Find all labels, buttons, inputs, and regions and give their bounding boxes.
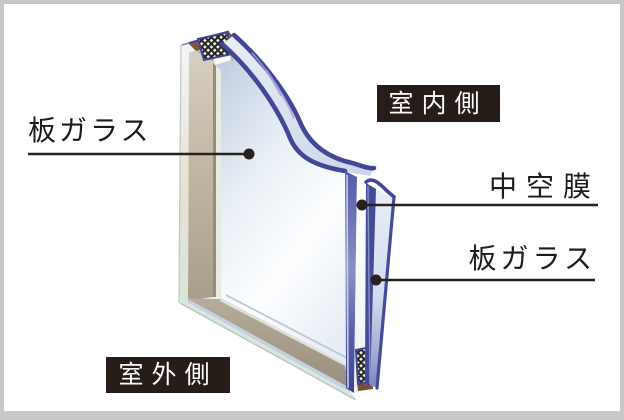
spacer-top (188, 30, 236, 65)
label-glass-pane-outer: 板ガラス (28, 115, 255, 160)
wave-cut (219, 32, 377, 176)
label-hollow-layer: 中空膜 (356, 171, 600, 211)
frame-left-shadow (213, 63, 216, 297)
glass-pane-inner-dot (370, 274, 382, 286)
indoor-side-box (377, 85, 500, 122)
frame-left-member (188, 47, 214, 300)
hollow-layer-text: 中空膜 (489, 171, 600, 202)
wave-highlight-2 (251, 52, 282, 97)
badge-outdoor-side: 室外側 (106, 357, 230, 393)
hollow-gap (354, 177, 366, 393)
outdoor-side-text: 室外側 (118, 361, 217, 389)
inner-pane-left-highlight (367, 185, 371, 385)
bottom-edge-green (180, 300, 356, 400)
glass-pane-outer-dot (243, 148, 255, 160)
glass-reflection-line (226, 294, 347, 359)
glass-pane-inner-text: 板ガラス (469, 243, 596, 274)
wave-band-fill (222, 35, 374, 176)
wave-lower-edge (219, 41, 348, 174)
bottom-edge-blue (183, 298, 351, 393)
left-silhouette (178, 44, 182, 304)
label-glass-pane-inner: 板ガラス (370, 243, 596, 286)
badge-indoor-side: 室内側 (377, 85, 500, 122)
glass-pane-outer-text: 板ガラス (28, 115, 151, 146)
outer-pane-left-edge (179, 43, 189, 303)
indoor-side-text: 室内側 (388, 90, 487, 118)
glazing-unit (178, 30, 396, 401)
inner-pane-cut-edge (364, 178, 396, 199)
outdoor-side-box (106, 357, 230, 393)
frame-left-highlight (216, 66, 221, 299)
inner-pane-left-edge (365, 183, 376, 387)
frame-bottom-highlight (220, 298, 345, 366)
inner-pane-right-edge (375, 195, 396, 390)
outer-pane-right-edge-highlight (346, 174, 349, 389)
hollow-layer-dot (356, 199, 368, 211)
bottom-silhouette (179, 302, 357, 401)
inner-pane (364, 178, 396, 390)
